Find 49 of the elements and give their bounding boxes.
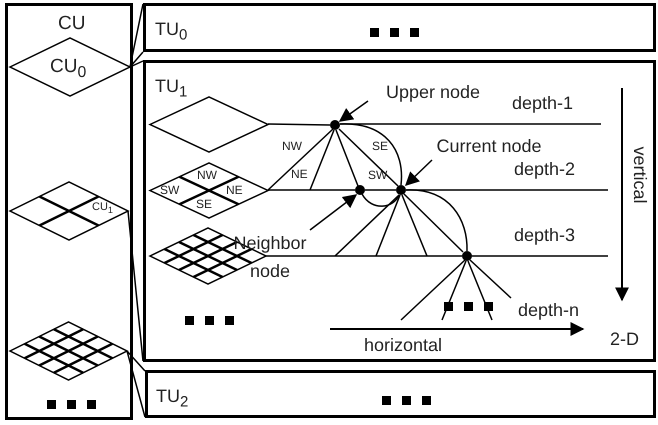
callout-label: Upper node	[384, 82, 482, 104]
direction-label: horizontal	[364, 336, 442, 354]
panel-title: CU	[58, 14, 86, 33]
panel-title: TU$_{1}$	[155, 77, 188, 100]
zoom-line	[129, 3, 144, 68]
panel-title: TU$_{0}$	[155, 20, 188, 43]
quadrant-label: CU$_{0}$	[50, 57, 86, 81]
axis-label: vertical	[631, 146, 649, 204]
depth-label: depth-1	[512, 94, 574, 112]
leader-arrow	[310, 194, 358, 231]
leader-arrow	[405, 159, 433, 186]
tree-branch-line	[365, 189, 396, 191]
callout-label: Neighbor node	[232, 232, 308, 283]
callout-label: Current node	[435, 136, 543, 158]
edge-label: SE	[372, 140, 388, 152]
tree-branch-line	[375, 194, 401, 256]
tree-branch-line	[335, 130, 359, 186]
panel	[143, 60, 656, 362]
tree-branch-line	[268, 189, 355, 191]
edge-label: NE	[291, 168, 308, 180]
depth-label: depth-n	[518, 301, 580, 319]
direction-label: 2-D	[610, 330, 640, 348]
panel-title: TU$_{2}$	[156, 387, 188, 410]
tree-branch-line	[400, 259, 466, 321]
depth-label: depth-2	[514, 160, 576, 178]
leader-arrow	[338, 100, 368, 122]
quadrant-label: SW	[160, 184, 180, 196]
tree-branch-line	[467, 260, 493, 320]
tree-branch-line	[309, 130, 335, 190]
panel	[145, 370, 656, 418]
tree-branch-line	[334, 194, 400, 257]
edge-label: SW	[368, 169, 388, 181]
tree-branch-line	[470, 259, 512, 299]
quadrant-label: CU$_{1}$	[92, 202, 113, 216]
tree-branch-line	[441, 260, 467, 320]
zoom-line	[127, 210, 144, 362]
quadrant-label: NW	[197, 169, 217, 181]
tree-branch-line	[268, 123, 330, 126]
depth-label: depth-3	[514, 226, 576, 244]
edge-label: NW	[282, 140, 302, 152]
panel	[5, 3, 133, 420]
panel	[143, 3, 656, 52]
tree-branch-line	[401, 194, 428, 256]
tree-branch-line	[267, 128, 334, 191]
zoom-line	[126, 350, 146, 418]
tree-branch-line	[266, 255, 462, 257]
quadrant-label: NE	[226, 184, 243, 196]
arc-connector	[361, 194, 400, 207]
quadrant-label: SE	[196, 198, 212, 210]
